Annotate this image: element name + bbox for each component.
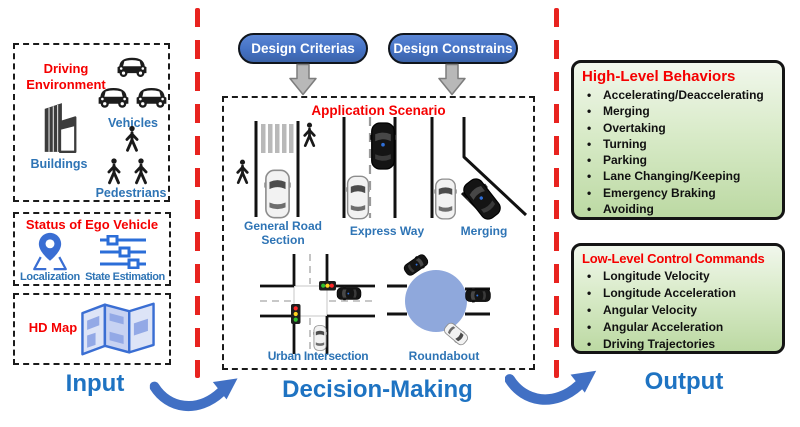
application-scenario-box: Application Scenario General Road Sectio… (222, 96, 535, 370)
list-item: Emergency Braking (582, 185, 774, 202)
urban-intersection-label: Urban Intersection (267, 349, 369, 363)
application-scenario-title: Application Scenario (311, 103, 446, 118)
decision-to-output-arrow-icon (505, 364, 600, 408)
down-arrow-icon (437, 63, 467, 96)
low-level-control-commands-box: Low-Level Control Commands Longitude Vel… (571, 243, 785, 354)
roundabout-label: Roundabout (408, 349, 480, 363)
down-arrow-icon (288, 63, 318, 96)
design-constrains-button: Design Constrains (388, 33, 518, 64)
separator-left (195, 8, 200, 378)
list-item: Accelerating/Deaccelerating (582, 87, 774, 104)
roundabout-scene (387, 252, 491, 348)
pedestrian-icon (123, 125, 141, 153)
design-criterias-button: Design Criterias (238, 33, 368, 64)
merging-label: Merging (460, 224, 508, 238)
list-item: Angular Velocity (582, 302, 774, 319)
buildings-icon (44, 103, 77, 153)
list-item: Overtaking (582, 120, 774, 137)
vehicles-label: Vehicles (107, 116, 159, 130)
pedestrian-icon (105, 158, 123, 185)
list-item: Turning (582, 136, 774, 153)
localization-pin-icon (33, 232, 67, 271)
buildings-label: Buildings (30, 157, 88, 171)
merging-scene (434, 117, 528, 220)
ego-vehicle-box: Status of Ego Vehicle Localization State… (13, 212, 171, 286)
input-section-title: Input (65, 370, 125, 397)
list-item: Longitude Velocity (582, 268, 774, 285)
state-estimation-sliders-icon (100, 235, 146, 269)
urban-intersection-scene (260, 254, 375, 354)
hd-map-icon (81, 302, 155, 356)
list-item: Parking (582, 152, 774, 169)
ego-vehicle-title: Status of Ego Vehicle (25, 217, 159, 232)
general-road-scene (236, 121, 316, 219)
list-item: Driving Trajectories (582, 336, 774, 353)
low-level-control-commands-list: Longitude VelocityLongitude Acceleration… (582, 268, 774, 353)
driving-environment-title: Driving Environment (26, 61, 106, 92)
express-way-scene (342, 117, 434, 220)
vehicle-icon (134, 85, 169, 112)
list-item: Avoiding (582, 201, 774, 218)
hd-map-title: HD Map (28, 320, 78, 335)
state-estimation-label: State Estimation (85, 271, 165, 283)
high-level-behaviors-box: High-Level Behaviors Accelerating/Deacce… (571, 60, 785, 220)
output-section-title: Output (644, 368, 724, 395)
list-item: Longitude Acceleration (582, 285, 774, 302)
list-item: Angular Acceleration (582, 319, 774, 336)
localization-label: Localization (20, 271, 80, 283)
separator-right (554, 8, 559, 378)
pedestrians-label: Pedestrians (95, 186, 167, 200)
high-level-behaviors-title: High-Level Behaviors (582, 68, 736, 85)
input-to-decision-arrow-icon (148, 372, 243, 414)
pedestrian-icon (132, 158, 150, 185)
high-level-behaviors-list: Accelerating/DeacceleratingMergingOverta… (582, 87, 774, 218)
vehicle-icon (96, 85, 131, 112)
general-road-label: General Road Section (243, 219, 323, 247)
list-item: Lane Changing/Keeping (582, 168, 774, 185)
driving-environment-box: Driving Environment Vehicles Buildings P… (13, 43, 170, 202)
list-item: Merging (582, 103, 774, 120)
decision-making-section-title: Decision-Making (282, 376, 473, 403)
express-way-label: Express Way (349, 224, 425, 238)
low-level-control-commands-title: Low-Level Control Commands (582, 251, 765, 266)
hd-map-box: HD Map (13, 293, 171, 365)
vehicle-icon (115, 55, 149, 81)
